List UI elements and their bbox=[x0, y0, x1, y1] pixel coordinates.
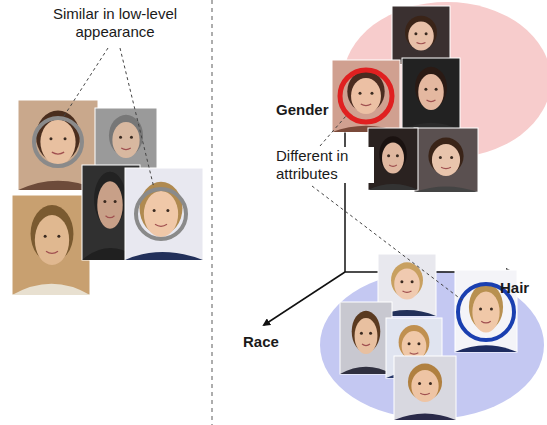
axis-label: Hair bbox=[500, 279, 529, 297]
leader-line bbox=[312, 186, 462, 300]
photo-part bbox=[119, 136, 122, 139]
photo-part bbox=[420, 393, 430, 394]
photo-part bbox=[425, 32, 428, 35]
photo-part bbox=[125, 168, 203, 260]
photo-part bbox=[103, 200, 106, 203]
photo-part bbox=[361, 104, 371, 106]
photo-part bbox=[408, 342, 411, 345]
face-photo bbox=[414, 128, 478, 192]
photo-part bbox=[410, 353, 419, 354]
photo-part bbox=[155, 224, 167, 226]
photo-part bbox=[450, 156, 453, 159]
photo-part bbox=[35, 215, 69, 265]
photo-part bbox=[359, 92, 362, 95]
photo-part bbox=[382, 143, 404, 174]
photo-part bbox=[472, 292, 499, 333]
leader-line bbox=[64, 48, 108, 116]
photo-part bbox=[432, 144, 460, 176]
photo-part bbox=[370, 92, 373, 95]
highlight-circle bbox=[34, 118, 82, 166]
face-photo bbox=[392, 6, 450, 64]
photo-part bbox=[418, 382, 421, 385]
photo-part bbox=[44, 235, 47, 238]
highlight-circle bbox=[136, 189, 186, 239]
photo-part bbox=[427, 100, 436, 102]
axis-label: Race bbox=[243, 333, 279, 351]
photo-part bbox=[418, 74, 444, 110]
photo-part bbox=[369, 332, 372, 335]
photo-part bbox=[52, 152, 64, 154]
photo-part bbox=[368, 184, 418, 190]
photo-part bbox=[57, 235, 60, 238]
photo-part bbox=[414, 186, 478, 192]
leader-line bbox=[320, 116, 346, 146]
photo-part bbox=[481, 321, 491, 323]
photo-part bbox=[125, 252, 203, 260]
photo-part bbox=[439, 156, 442, 159]
photo-part bbox=[106, 216, 115, 218]
photo-part bbox=[441, 167, 451, 168]
photo-part bbox=[394, 269, 420, 300]
face-photo bbox=[340, 302, 392, 374]
photo-part bbox=[411, 370, 438, 402]
photo-part bbox=[429, 382, 432, 385]
photo-part bbox=[121, 148, 131, 150]
face-photo bbox=[125, 168, 203, 260]
photo-part bbox=[153, 209, 156, 212]
photo-part bbox=[114, 200, 117, 203]
face-photo bbox=[394, 356, 456, 420]
photo-part bbox=[355, 318, 378, 354]
note-label: Similar in low-level appearance bbox=[25, 5, 205, 41]
photo-part bbox=[408, 22, 434, 51]
photo-part bbox=[402, 58, 460, 130]
photo-part bbox=[362, 344, 370, 346]
photo-part bbox=[490, 307, 493, 310]
axis-label: Gender bbox=[276, 101, 329, 119]
photo-part bbox=[46, 251, 58, 253]
photo-part bbox=[424, 88, 427, 91]
photo-part bbox=[389, 165, 397, 166]
leader-line bbox=[120, 48, 154, 188]
photo-part bbox=[392, 6, 450, 64]
photo-part bbox=[130, 136, 133, 139]
photo-part bbox=[340, 367, 392, 374]
highlight-circle bbox=[340, 70, 392, 122]
photo-part bbox=[394, 413, 456, 420]
photo-part bbox=[368, 128, 418, 190]
photo-part bbox=[394, 356, 456, 420]
photo-part bbox=[49, 137, 52, 140]
face-photo bbox=[332, 60, 400, 132]
photo-part bbox=[417, 43, 426, 44]
photo-part bbox=[340, 302, 392, 374]
photo-part bbox=[12, 195, 90, 295]
photo-part bbox=[435, 88, 438, 91]
note-label: Different in attributes bbox=[274, 147, 374, 183]
axis bbox=[264, 272, 345, 325]
photo-part bbox=[411, 280, 414, 283]
photo-part bbox=[332, 60, 400, 132]
photo-part bbox=[403, 291, 412, 292]
photo-part bbox=[12, 284, 90, 295]
photo-part bbox=[414, 32, 417, 35]
photo-part bbox=[112, 122, 139, 158]
face-photo bbox=[368, 128, 418, 190]
photo-part bbox=[40, 120, 75, 165]
photo-part bbox=[417, 342, 420, 345]
photo-part bbox=[97, 181, 123, 229]
divider bbox=[211, 0, 212, 425]
photo-part bbox=[400, 280, 403, 283]
photo-part bbox=[144, 191, 178, 237]
photo-part bbox=[387, 154, 390, 157]
face-photo bbox=[402, 58, 460, 130]
photo-part bbox=[351, 78, 381, 114]
face-photo bbox=[12, 195, 90, 295]
photo-part bbox=[360, 332, 363, 335]
photo-part bbox=[455, 345, 517, 352]
photo-part bbox=[479, 307, 482, 310]
photo-part bbox=[166, 209, 169, 212]
photo-part bbox=[64, 137, 67, 140]
photo-part bbox=[414, 128, 478, 192]
photo-part bbox=[396, 154, 399, 157]
